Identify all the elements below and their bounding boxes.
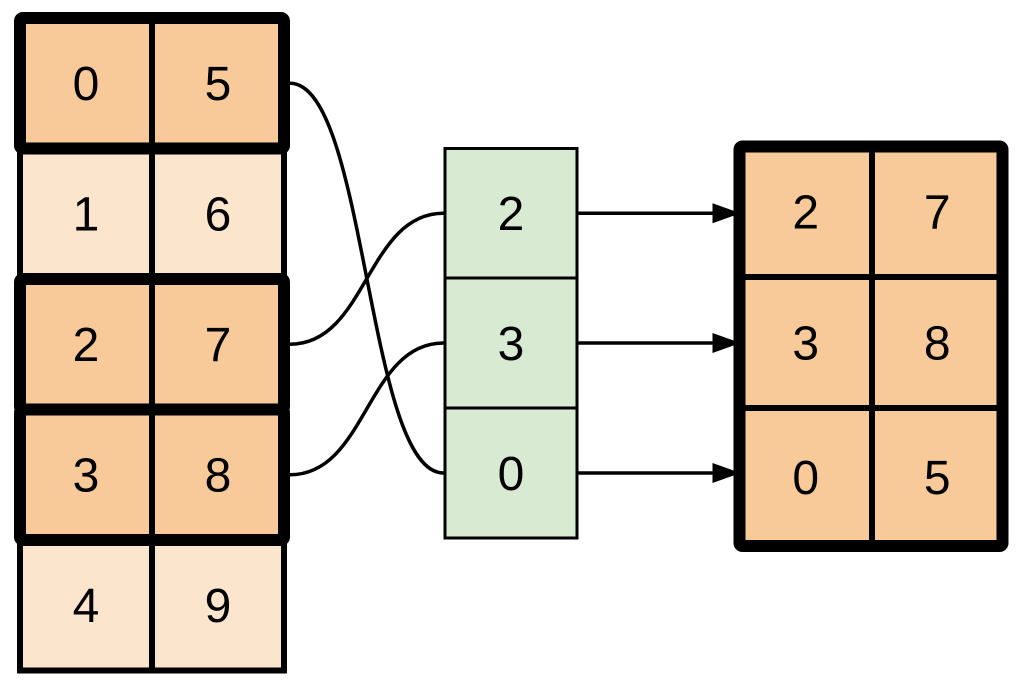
source-cell	[17, 537, 155, 674]
result-cell-value: 5	[924, 452, 951, 505]
source-cell-value: 2	[73, 319, 100, 372]
curve-connector	[288, 211, 446, 346]
arrowhead-icon	[712, 463, 741, 483]
index-cell-value: 3	[498, 318, 525, 371]
highlighted-row-border	[14, 403, 290, 546]
index-cell-value: 0	[498, 448, 525, 501]
source-cell-value: 0	[73, 58, 100, 111]
result-cell-value: 0	[792, 452, 819, 505]
source-cell-value: 1	[73, 189, 100, 242]
source-cell-value: 6	[205, 189, 232, 242]
result-cell-value: 8	[924, 317, 951, 370]
source-cell-value: 7	[205, 319, 232, 372]
index-cell-value: 2	[498, 188, 525, 241]
result-cell	[736, 405, 875, 549]
result-cell	[869, 405, 1006, 549]
highlighted-row-border	[14, 12, 290, 155]
arrowhead-icon	[712, 203, 741, 224]
source-cell-value: 4	[73, 580, 100, 633]
source-cell-value: 5	[205, 58, 232, 111]
arrowhead-icon	[712, 333, 741, 353]
result-cell-value: 2	[792, 187, 819, 240]
source-cell	[149, 537, 287, 674]
result-cell-value: 7	[924, 187, 951, 240]
source-cell	[149, 406, 287, 543]
curve-connector	[288, 341, 446, 477]
source-cell-value: 8	[205, 450, 232, 503]
index-cell	[443, 276, 579, 410]
result-cell-value: 3	[792, 317, 819, 370]
result-table-border	[733, 140, 1009, 552]
source-cell	[149, 145, 287, 282]
index-cell	[443, 406, 579, 540]
source-cell-value: 9	[205, 580, 232, 633]
source-cell-value: 3	[73, 450, 100, 503]
